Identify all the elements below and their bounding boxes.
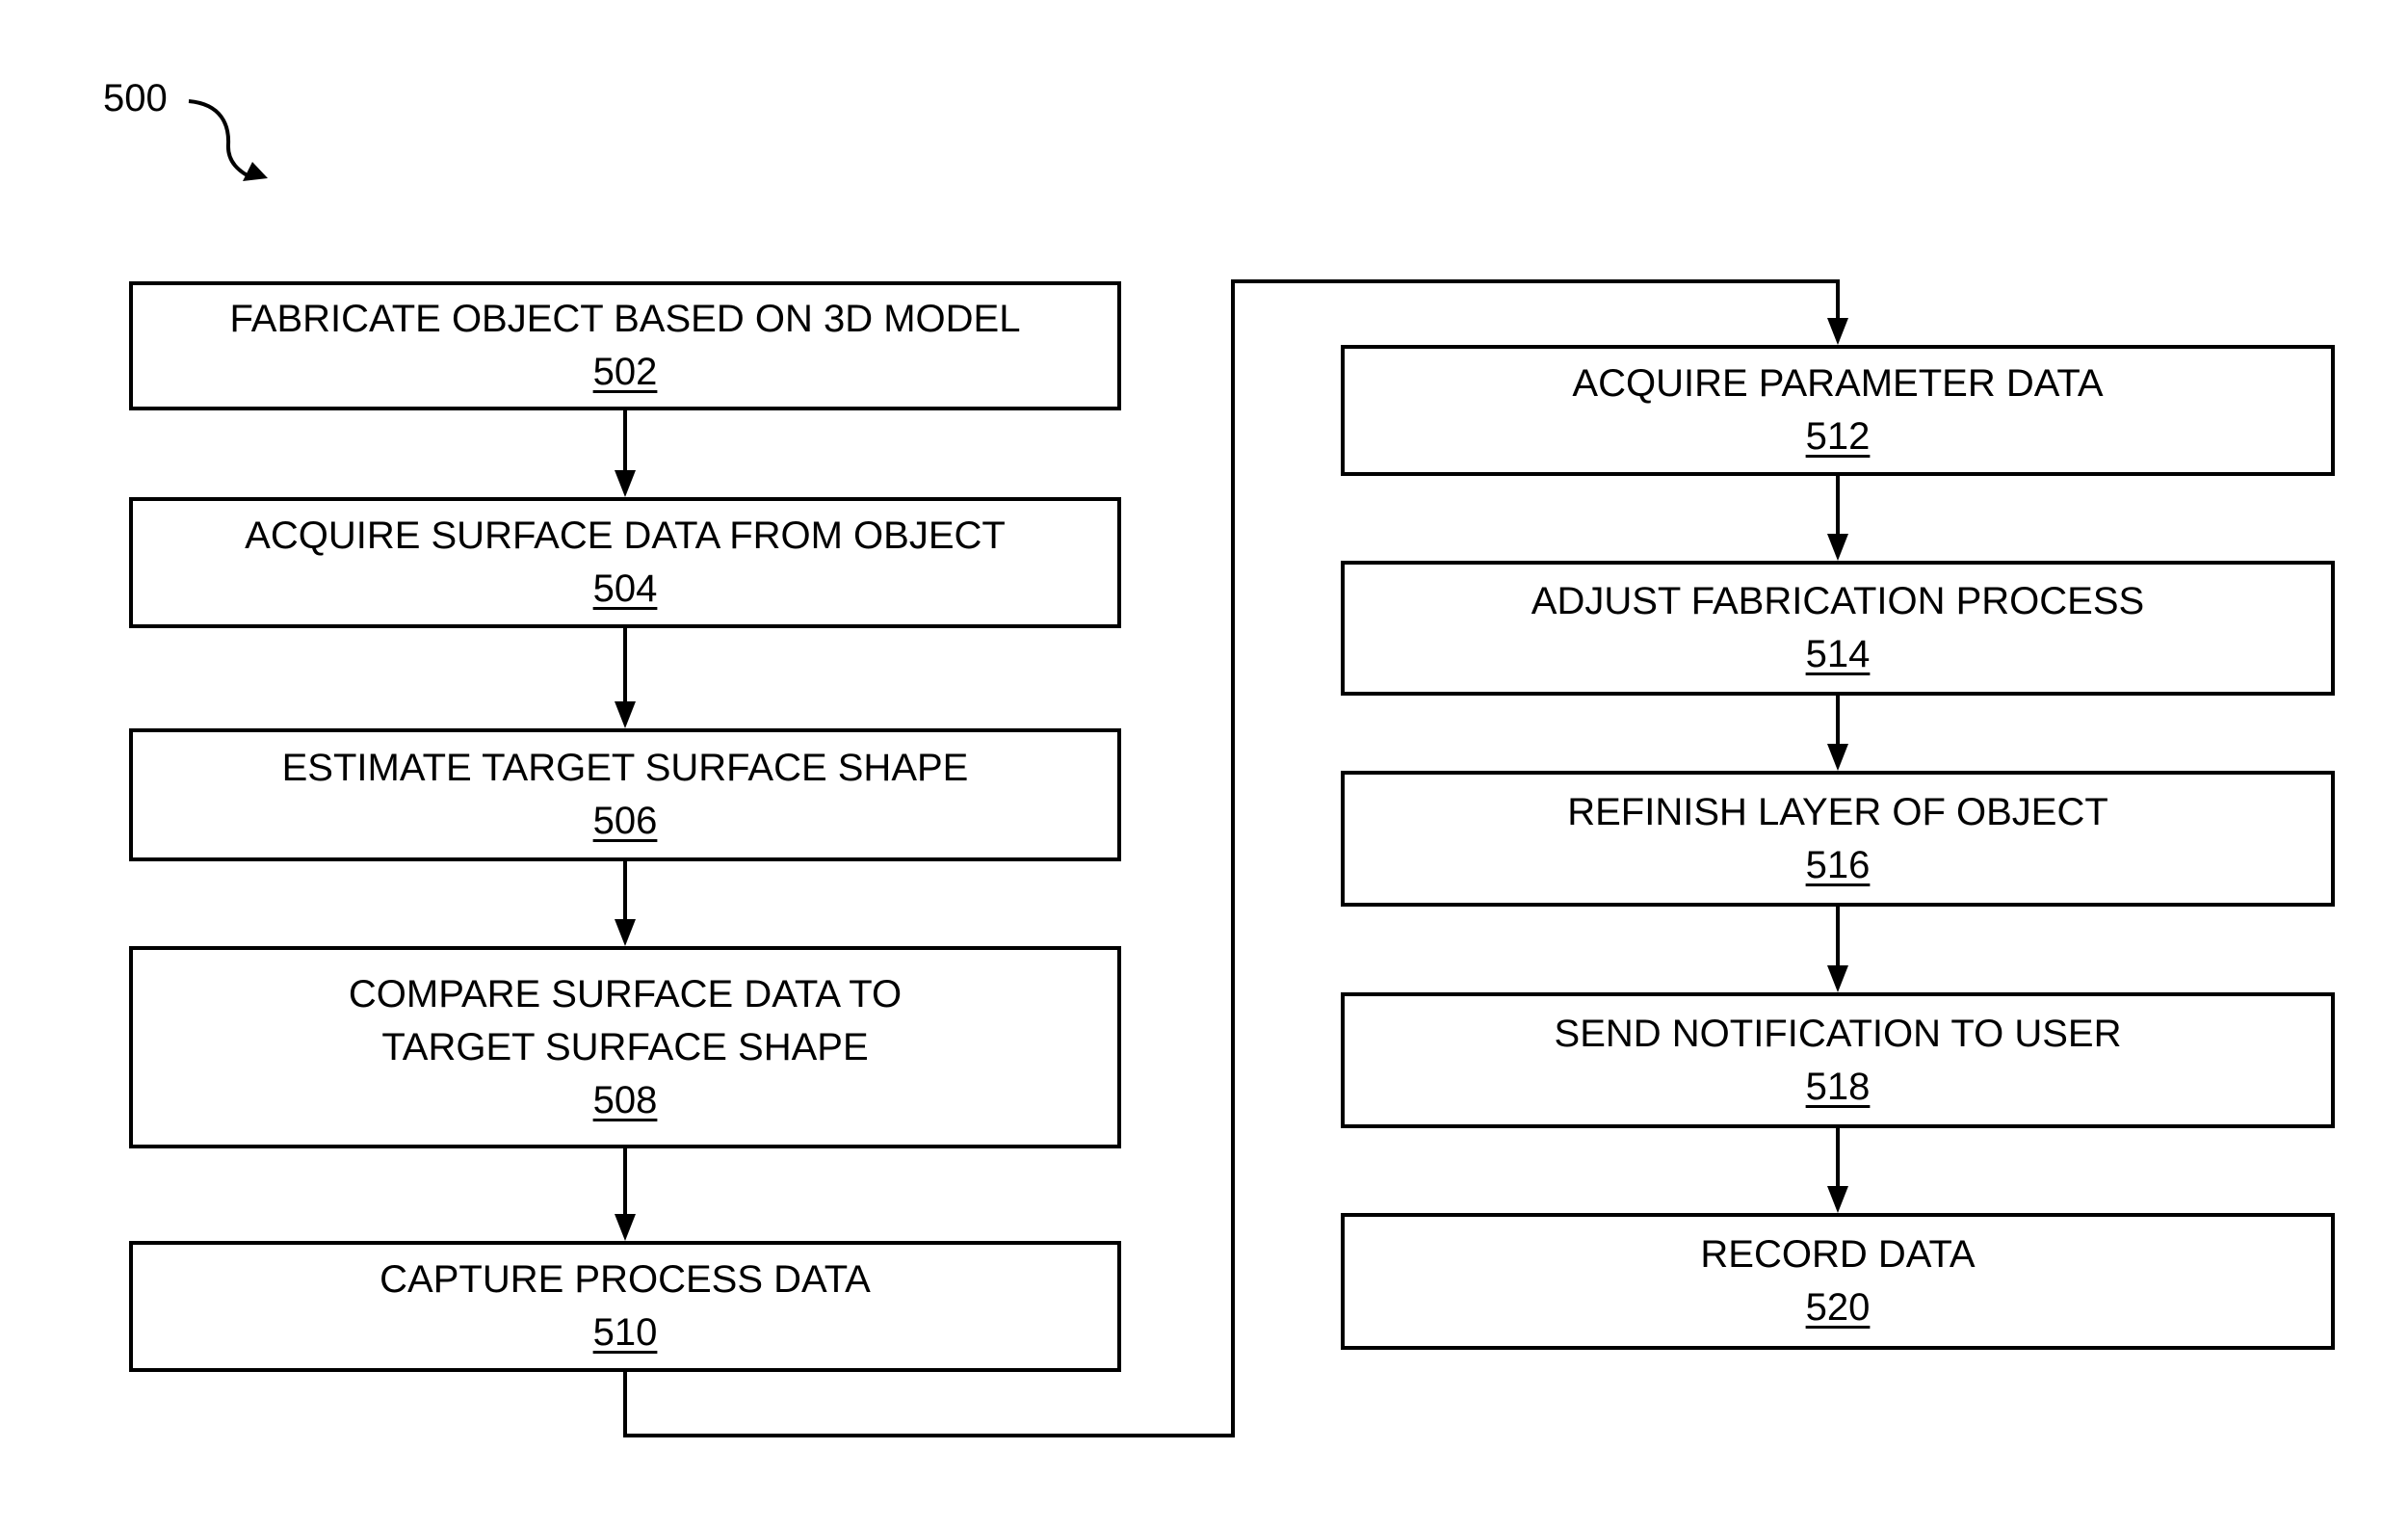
step-520: RECORD DATA 520 bbox=[1341, 1213, 2335, 1350]
arrow-510-to-512 bbox=[623, 279, 1840, 1437]
step-text: CAPTURE PROCESS DATA bbox=[380, 1258, 871, 1301]
step-ref: 516 bbox=[1805, 843, 1871, 886]
step-ref: 510 bbox=[592, 1311, 658, 1354]
arrow-506-to-508-head bbox=[615, 919, 636, 946]
step-516: REFINISH LAYER OF OBJECT 516 bbox=[1341, 771, 2335, 907]
step-text: SEND NOTIFICATION TO USER bbox=[1554, 1012, 2122, 1055]
step-ref: 512 bbox=[1805, 415, 1871, 458]
step-506: ESTIMATE TARGET SURFACE SHAPE 506 bbox=[129, 728, 1121, 861]
step-502: FABRICATE OBJECT BASED ON 3D MODEL 502 bbox=[129, 281, 1121, 410]
step-ref: 502 bbox=[592, 351, 658, 393]
arrow-510-to-512-head bbox=[1827, 318, 1848, 345]
step-ref: 508 bbox=[592, 1078, 658, 1121]
step-text: REFINISH LAYER OF OBJECT bbox=[1567, 790, 2108, 833]
step-ref: 514 bbox=[1805, 633, 1871, 675]
step-text: FABRICATE OBJECT BASED ON 3D MODEL bbox=[229, 298, 1021, 340]
step-text: ADJUST FABRICATION PROCESS bbox=[1531, 580, 2145, 622]
arrow-516-to-518-head bbox=[1827, 965, 1848, 992]
arrow-508-to-510-head bbox=[615, 1214, 636, 1241]
step-ref: 520 bbox=[1805, 1286, 1871, 1329]
step-512: ACQUIRE PARAMETER DATA 512 bbox=[1341, 345, 2335, 476]
step-ref: 518 bbox=[1805, 1065, 1871, 1108]
arrow-502-to-504-head bbox=[615, 470, 636, 497]
step-text: ACQUIRE PARAMETER DATA bbox=[1572, 362, 2104, 405]
step-510: CAPTURE PROCESS DATA 510 bbox=[129, 1241, 1121, 1372]
step-text: ESTIMATE TARGET SURFACE SHAPE bbox=[281, 747, 969, 789]
figure-label-arrowhead bbox=[243, 162, 268, 181]
step-518: SEND NOTIFICATION TO USER 518 bbox=[1341, 992, 2335, 1128]
step-ref: 506 bbox=[592, 800, 658, 842]
step-514: ADJUST FABRICATION PROCESS 514 bbox=[1341, 561, 2335, 696]
arrow-514-to-516-head bbox=[1827, 744, 1848, 771]
step-text: ACQUIRE SURFACE DATA FROM OBJECT bbox=[245, 514, 1006, 557]
arrow-512-to-514-head bbox=[1827, 534, 1848, 561]
arrow-504-to-506-head bbox=[615, 701, 636, 728]
step-text-line-1: COMPARE SURFACE DATA TO bbox=[348, 972, 903, 1015]
step-text-line-2: TARGET SURFACE SHAPE bbox=[381, 1025, 869, 1068]
arrow-518-to-520-head bbox=[1827, 1186, 1848, 1213]
step-508: COMPARE SURFACE DATA TO TARGET SURFACE S… bbox=[129, 946, 1121, 1148]
step-ref: 504 bbox=[592, 567, 658, 610]
step-text: RECORD DATA bbox=[1700, 1233, 1976, 1276]
figure-label-arrow bbox=[188, 99, 253, 180]
step-504: ACQUIRE SURFACE DATA FROM OBJECT 504 bbox=[129, 497, 1121, 628]
figure-label: 500 bbox=[103, 77, 168, 119]
